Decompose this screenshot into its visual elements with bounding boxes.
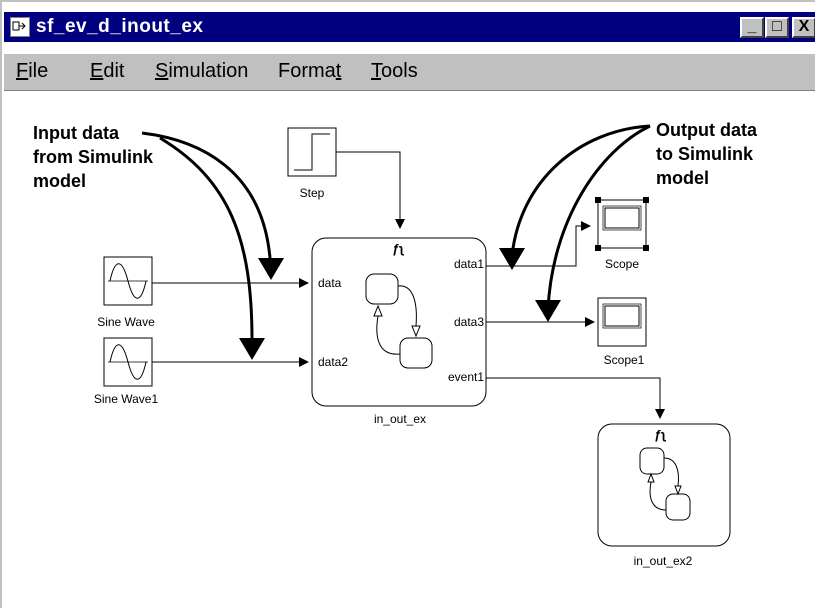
port-event1: event1 — [448, 370, 484, 384]
menu-edit[interactable]: Edit — [90, 60, 124, 83]
chart-in-out-ex[interactable]: ƒ⁠ʅ data data2 data1 data3 event1 in_out… — [311, 237, 487, 426]
output-arrowhead-2 — [535, 300, 561, 322]
trigger-icon: ƒ⁠ʅ — [392, 241, 404, 256]
input-arrow-1 — [141, 131, 272, 259]
selection-handle[interactable] — [643, 197, 649, 203]
window-title: sf_ev_d_inout_ex — [36, 16, 204, 37]
scope-label: Scope — [605, 257, 639, 271]
selection-handle[interactable] — [643, 245, 649, 251]
menu-file-label: ile — [28, 60, 49, 82]
simulink-model-icon — [10, 17, 30, 37]
menu-tools-mnemonic: T — [371, 60, 381, 82]
input-annotation: Input data from Simulink model — [33, 123, 154, 191]
chart-in-out-ex2[interactable]: ƒ⁠ʅ in_out_ex2 — [597, 423, 731, 568]
input-arrowhead-2 — [239, 338, 265, 360]
chart-in-out-ex-label: in_out_ex — [374, 412, 426, 426]
chart-in-out-ex2-label: in_out_ex2 — [634, 554, 693, 568]
title-bar[interactable]: sf_ev_d_inout_ex _ □ X — [4, 12, 815, 42]
output-arrow-1 — [510, 124, 651, 257]
menu-simulation-mnemonic: S — [155, 60, 169, 82]
scope1-label: Scope1 — [604, 353, 645, 367]
sine-wave-block[interactable]: Sine Wave — [97, 256, 155, 329]
stateflow-states-icon — [365, 273, 433, 369]
port-data: data — [318, 276, 342, 290]
menu-tools-label: ools — [381, 60, 418, 82]
output-annotation: Output data to Simulink model — [656, 120, 758, 188]
menu-file[interactable]: File — [16, 60, 48, 83]
step-label: Step — [300, 186, 325, 200]
input-annotation-line3: model — [33, 171, 86, 191]
port-data1: data1 — [454, 257, 484, 271]
port-data3: data3 — [454, 315, 484, 329]
menu-format-mnemonic: t — [335, 60, 342, 82]
input-annotation-line2: from Simulink — [33, 147, 154, 167]
scope1-block[interactable]: Scope1 — [597, 297, 647, 367]
sine-wave1-block[interactable]: Sine Wave1 — [94, 337, 159, 406]
menu-simulation-label: imulation — [168, 60, 249, 82]
step-block[interactable]: Step — [287, 127, 337, 200]
menu-edit-label: dit — [103, 60, 125, 82]
menu-format[interactable]: Format — [278, 60, 341, 83]
menu-file-mnemonic: F — [16, 60, 29, 82]
output-arrowhead-1 — [499, 248, 525, 270]
selection-handle[interactable] — [595, 197, 601, 203]
callout-arrows — [141, 124, 651, 341]
port-data2: data2 — [318, 355, 348, 369]
callout-arrowheads — [239, 248, 561, 360]
input-arrowhead-1 — [258, 258, 284, 280]
trigger-icon-2: ƒ⁠ʅ — [654, 427, 666, 442]
menu-tools[interactable]: Tools — [371, 60, 418, 83]
sine-wave1-label: Sine Wave1 — [94, 392, 159, 406]
maximize-button[interactable]: □ — [765, 17, 789, 38]
data1-signal-line[interactable] — [486, 221, 591, 267]
scope-block[interactable]: Scope — [595, 197, 649, 271]
output-annotation-line1: Output data — [656, 120, 758, 140]
menu-bar: File Edit Simulation Format Tools — [4, 54, 815, 91]
stateflow-states-icon-2 — [639, 447, 691, 521]
event1-signal-line[interactable] — [486, 377, 665, 419]
menu-edit-mnemonic: E — [90, 60, 104, 82]
menu-format-label: Forma — [278, 60, 336, 82]
output-arrow-2 — [546, 124, 651, 311]
output-annotation-line3: model — [656, 168, 709, 188]
minimize-button[interactable]: _ — [740, 17, 764, 38]
step-signal-line[interactable] — [336, 151, 405, 229]
sine-wave-label: Sine Wave — [97, 315, 155, 329]
output-annotation-line2: to Simulink — [656, 144, 754, 164]
input-annotation-line1: Input data — [33, 123, 120, 143]
input-arrow-2 — [159, 136, 254, 341]
menu-simulation[interactable]: Simulation — [155, 60, 248, 83]
selection-handle[interactable] — [595, 245, 601, 251]
